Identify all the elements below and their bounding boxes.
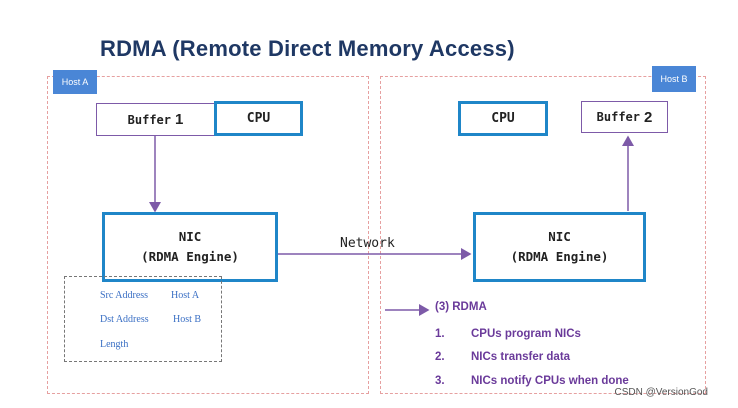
- nic-b-box: NIC (RDMA Engine): [473, 212, 646, 282]
- buffer-2-label: Buffer: [596, 110, 640, 124]
- cpu-b-box: CPU: [458, 101, 548, 136]
- rdma-step-2-text: NICs transfer data: [471, 351, 571, 363]
- nic-a-line1: NIC: [178, 229, 202, 244]
- host-b-container: [380, 76, 706, 394]
- rdma-step-2-number: 2.: [435, 351, 445, 363]
- rdma-step-1-number: 1.: [435, 328, 445, 340]
- rdma-step-3: 3. NICs notify CPUs when done: [435, 375, 629, 387]
- src-address-value: Host A: [171, 290, 200, 301]
- length-label: Length: [100, 339, 129, 350]
- host-a-tag: Host A: [53, 70, 97, 94]
- host-b-tag: Host B: [652, 66, 696, 92]
- nic-b-line2: (RDMA Engine): [510, 249, 609, 264]
- rdma-step-1-text: CPUs program NICs: [471, 328, 581, 340]
- rdma-step-2: 2. NICs transfer data: [435, 351, 570, 363]
- nic-b-line1: NIC: [548, 229, 571, 244]
- cpu-a-box: CPU: [214, 101, 303, 136]
- buffer-1-label: Buffer: [127, 112, 171, 127]
- csdn-watermark: CSDN @VersionGod: [614, 387, 708, 398]
- buffer-1-box: Buffer 1: [96, 103, 215, 136]
- rdma-step-1: 1. CPUs program NICs: [435, 328, 581, 340]
- nic-a-line2: (RDMA Engine): [141, 249, 239, 264]
- buffer-2-number: 2: [644, 108, 653, 126]
- nic-a-box: NIC (RDMA Engine): [102, 212, 278, 282]
- cpu-a-label: CPU: [246, 111, 271, 126]
- src-address-label: Src Address: [100, 290, 149, 301]
- host-a-container: [47, 76, 369, 394]
- buffer-2-box: Buffer 2: [581, 101, 668, 133]
- rdma-step-3-text: NICs notify CPUs when done: [471, 375, 629, 387]
- network-label: Network: [340, 236, 395, 251]
- buffer-1-number: 1: [175, 111, 184, 128]
- rdma-step-3-number: 3.: [435, 375, 445, 387]
- diagram-title: RDMA (Remote Direct Memory Access): [100, 36, 515, 61]
- address-info-box: [64, 276, 222, 362]
- dst-address-value: Host B: [173, 314, 202, 325]
- rdma-steps-header: (3) RDMA: [435, 301, 487, 313]
- cpu-b-label: CPU: [491, 111, 515, 126]
- dst-address-label: Dst Address: [100, 314, 149, 325]
